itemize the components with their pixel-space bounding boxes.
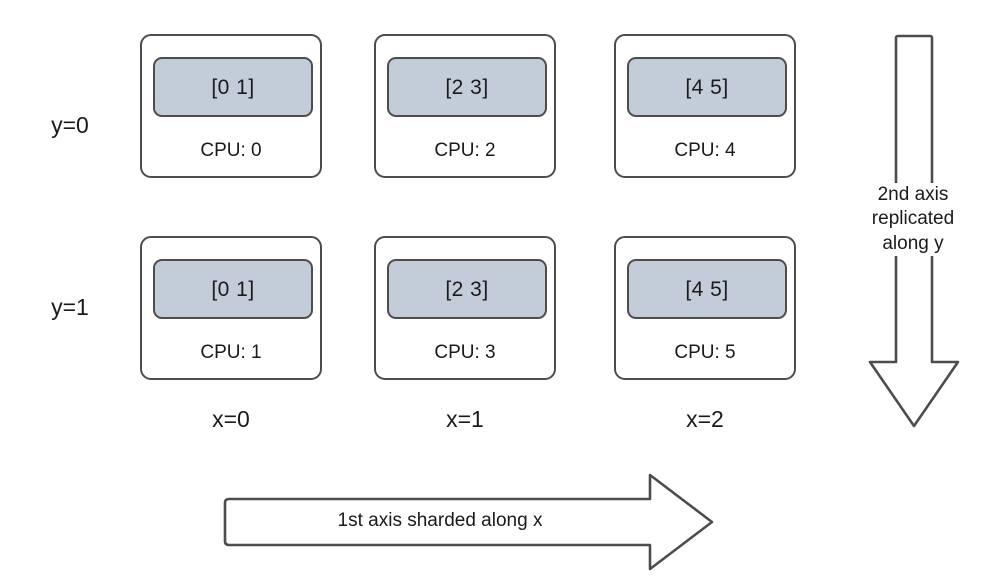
shard-label-x2-y0: [4 5] xyxy=(685,75,729,99)
device-card-x2-y1[interactable]: [4 5] CPU: 5 xyxy=(614,236,796,380)
vertical-arrow-caption-line-2: replicated xyxy=(871,208,955,230)
vertical-arrow-caption-line-3: along y xyxy=(882,232,944,254)
cpu-label-x0-y1: CPU: 1 xyxy=(200,342,262,363)
cpu-label-x1-y1: CPU: 3 xyxy=(434,342,496,363)
shard-chip-x0-y1: [0 1] xyxy=(153,259,313,319)
shard-chip-x2-y0: [4 5] xyxy=(627,57,787,117)
shard-label-x1-y1: [2 3] xyxy=(445,277,489,301)
cpu-label-x1-y0: CPU: 2 xyxy=(434,140,496,161)
device-card-x1-y0[interactable]: [2 3] CPU: 2 xyxy=(374,34,556,178)
cpu-label-x2-y0: CPU: 4 xyxy=(674,140,736,161)
vertical-arrow-caption: 2nd axis replicated along y xyxy=(842,183,984,256)
vertical-arrow-caption-line-1: 2nd axis xyxy=(877,184,949,205)
column-label-x2-text: x=2 xyxy=(686,406,724,432)
shard-label-x1-y0: [2 3] xyxy=(445,75,489,99)
shard-chip-x1-y0: [2 3] xyxy=(387,57,547,117)
column-label-x0-text: x=0 xyxy=(212,406,250,432)
shard-chip-x2-y1: [4 5] xyxy=(627,259,787,319)
cpu-label-x0-y0: CPU: 0 xyxy=(200,140,262,161)
column-label-x0: x=0 xyxy=(140,408,322,431)
shard-chip-x1-y1: [2 3] xyxy=(387,259,547,319)
shard-chip-x0-y0: [0 1] xyxy=(153,57,313,117)
row-label-y0-text: y=0 xyxy=(51,112,89,138)
horizontal-arrow-caption-text: 1st axis sharded along x xyxy=(337,510,543,531)
row-label-y1-text: y=1 xyxy=(51,294,89,320)
row-label-y0: y=0 xyxy=(10,114,130,137)
device-card-x2-y0[interactable]: [4 5] CPU: 4 xyxy=(614,34,796,178)
device-card-x1-y1[interactable]: [2 3] CPU: 3 xyxy=(374,236,556,380)
horizontal-arrow-right-icon xyxy=(223,473,714,571)
cpu-label-x2-y1: CPU: 5 xyxy=(674,342,736,363)
column-label-x1: x=1 xyxy=(374,408,556,431)
shard-label-x0-y0: [0 1] xyxy=(211,75,255,99)
row-label-y1: y=1 xyxy=(10,296,130,319)
column-label-x2: x=2 xyxy=(614,408,796,431)
device-card-x0-y1[interactable]: [0 1] CPU: 1 xyxy=(140,236,322,380)
column-label-x1-text: x=1 xyxy=(446,406,484,432)
device-card-x0-y0[interactable]: [0 1] CPU: 0 xyxy=(140,34,322,178)
shard-label-x0-y1: [0 1] xyxy=(211,277,255,301)
shard-label-x2-y1: [4 5] xyxy=(685,277,729,301)
horizontal-arrow-caption: 1st axis sharded along x xyxy=(222,511,658,530)
